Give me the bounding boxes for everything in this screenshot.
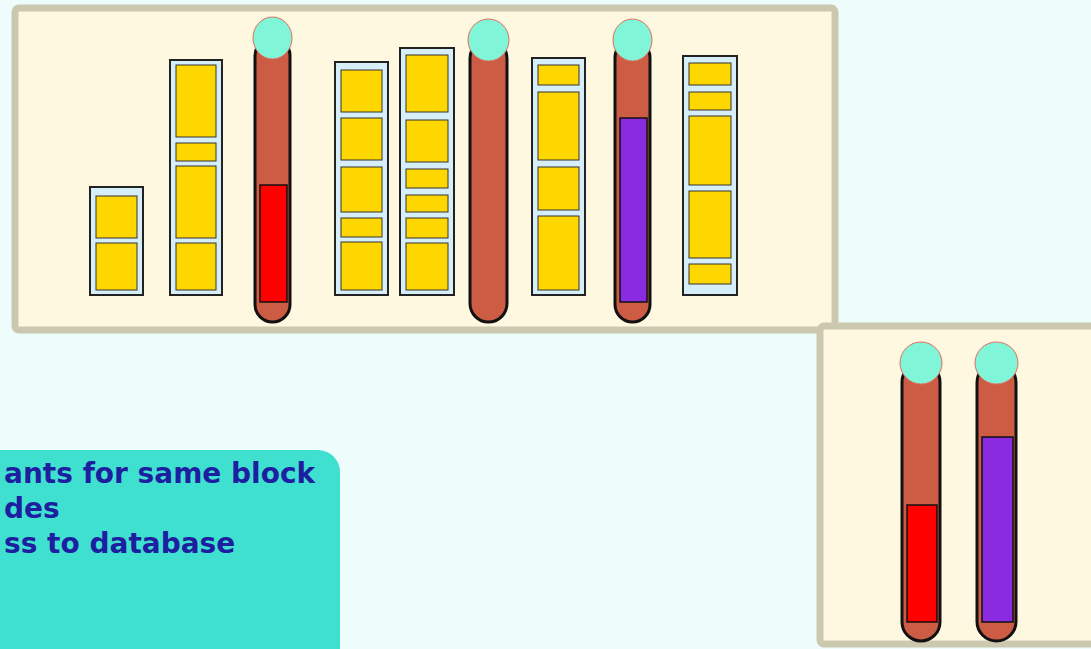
- tube-cap: [613, 19, 652, 61]
- tube: [468, 19, 509, 322]
- stack-frame: [532, 58, 585, 295]
- tube-body: [977, 363, 1016, 641]
- tube-body: [255, 38, 290, 322]
- data-block: [176, 143, 216, 161]
- stack-frame: [335, 62, 388, 295]
- data-block: [538, 216, 579, 290]
- tube: [253, 17, 292, 322]
- block-stack: [532, 58, 585, 295]
- block-stack: [683, 56, 737, 295]
- callout-text: ss to database: [4, 526, 316, 561]
- data-block: [341, 70, 382, 112]
- data-block: [176, 243, 216, 290]
- data-block: [341, 242, 382, 290]
- data-block: [538, 92, 579, 160]
- panel: [15, 8, 835, 330]
- tube-cap: [253, 17, 292, 59]
- tube-fill: [620, 118, 647, 302]
- tube-body: [902, 363, 940, 641]
- data-block: [406, 243, 448, 290]
- block-stack: [335, 62, 388, 295]
- callout-text: des: [4, 491, 316, 526]
- data-block: [538, 65, 579, 85]
- callout-box: ants for same blockdesss to database: [0, 450, 340, 649]
- stack-frame: [683, 56, 737, 295]
- tube-fill: [982, 437, 1013, 622]
- tube-fill: [260, 185, 287, 302]
- tube-cap: [975, 342, 1018, 384]
- data-block: [96, 196, 137, 238]
- tube-cap: [468, 19, 509, 61]
- block-stack: [170, 60, 222, 295]
- data-block: [341, 218, 382, 237]
- tube: [900, 342, 942, 641]
- data-block: [689, 92, 731, 110]
- data-block: [96, 243, 137, 290]
- data-block: [689, 63, 731, 85]
- data-block: [341, 167, 382, 212]
- data-block: [406, 55, 448, 112]
- data-block: [176, 65, 216, 137]
- tube-body: [470, 40, 507, 322]
- data-block: [341, 118, 382, 160]
- tube-body: [615, 40, 650, 322]
- tube: [613, 19, 652, 322]
- callout-text: ants for same block: [4, 456, 316, 491]
- data-block: [406, 120, 448, 162]
- data-block: [406, 195, 448, 212]
- data-block: [689, 264, 731, 284]
- panel: [820, 326, 1091, 644]
- tube-fill: [907, 505, 937, 622]
- block-stack: [90, 187, 143, 295]
- data-block: [176, 166, 216, 238]
- stack-frame: [170, 60, 222, 295]
- data-block: [406, 169, 448, 188]
- block-stack: [400, 48, 454, 295]
- data-block: [406, 218, 448, 238]
- stack-frame: [90, 187, 143, 295]
- data-block: [689, 191, 731, 258]
- stack-frame: [400, 48, 454, 295]
- data-block: [689, 116, 731, 185]
- tube-cap: [900, 342, 942, 384]
- tube: [975, 342, 1018, 641]
- data-block: [538, 167, 579, 210]
